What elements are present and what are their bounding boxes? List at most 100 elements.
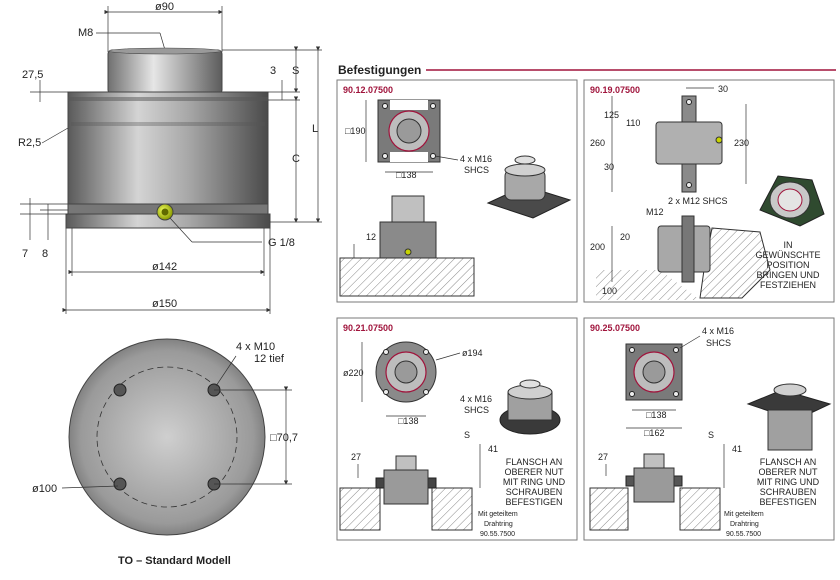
note-line-4: SCHRAUBEN — [506, 487, 563, 497]
section-port — [404, 248, 412, 256]
screw — [673, 391, 679, 397]
dim-27-5: 27,5 — [22, 69, 43, 81]
screw — [430, 153, 436, 159]
section-ground — [679, 487, 721, 531]
dim-7: 7 — [22, 248, 28, 260]
label-d100: 100 — [602, 286, 617, 296]
dim-l: L — [312, 123, 318, 135]
body-groove — [68, 97, 268, 101]
label-screws-type: SHCS — [706, 338, 731, 348]
holes-label: 4 x M10 — [236, 341, 275, 353]
leader-line — [41, 127, 69, 144]
cylinder-inner — [396, 118, 422, 144]
note-line-2: OBERER NUT — [758, 467, 818, 477]
panel-90-19: 90.19.07500 30 125 110 260 230 30 2 x M1… — [583, 79, 835, 303]
iso-cylinder-face — [777, 188, 803, 212]
label-d230: 230 — [734, 138, 749, 148]
label-screws: 4 x M16 — [460, 154, 492, 164]
dim-thread: M8 — [78, 27, 93, 39]
label-d27: 27 — [351, 452, 361, 462]
label-s: S — [708, 430, 714, 440]
note-line-1: FLANSCH AN — [760, 457, 817, 467]
panel-code: 90.19.07500 — [590, 85, 640, 95]
label-screws: 4 x M16 — [702, 326, 734, 336]
label-d20: 20 — [620, 232, 630, 242]
note-line-2: OBERER NUT — [504, 467, 564, 477]
label-d200: 200 — [590, 242, 605, 252]
cylinder-inner — [642, 360, 666, 384]
label-screws-type: SHCS — [464, 405, 489, 415]
note-line-4: SCHRAUBEN — [760, 487, 817, 497]
screw — [382, 103, 388, 109]
iso-cylinder — [767, 409, 813, 451]
dim-150: ø150 — [152, 298, 177, 310]
note-line-3: MIT RING UND — [757, 477, 820, 487]
section-ground — [596, 270, 700, 300]
leader-line — [169, 217, 193, 243]
panel-code: 90.25.07500 — [590, 323, 640, 333]
section-ground — [339, 487, 381, 531]
label-d110: 110 — [626, 118, 640, 128]
label-d138: □138 — [646, 410, 666, 420]
note-line-4: BRINGEN UND — [756, 270, 820, 280]
ring-note-1: Mit geteiltem — [724, 511, 764, 518]
screw — [423, 349, 429, 355]
screw — [673, 347, 679, 353]
section-ground — [589, 487, 629, 531]
section-cylinder — [383, 469, 429, 505]
note-line-5: BEFESTIGEN — [759, 497, 816, 507]
screw — [686, 182, 692, 188]
label-d125: 125 — [604, 110, 619, 120]
section-title: Befestigungen — [338, 63, 421, 77]
dim-8: 8 — [42, 248, 48, 260]
plate-notch — [390, 100, 428, 110]
section-ground — [431, 487, 473, 531]
dim-142: ø142 — [152, 261, 177, 273]
bolt-hole — [113, 477, 127, 491]
iso-cap — [514, 155, 536, 165]
section-clamp — [681, 215, 695, 283]
label-screws: 2 x M12 SHCS — [668, 196, 728, 206]
ring-note-3: 90.55.7500 — [480, 531, 515, 538]
label-screws: 4 x M16 — [460, 394, 492, 404]
iso-cylinder-top — [504, 163, 546, 177]
section-cap — [643, 453, 665, 469]
cylinder-body — [67, 91, 269, 205]
iso-cap — [519, 379, 541, 389]
ring-note-1: Mit geteiltem — [478, 511, 518, 518]
panel-code: 90.12.07500 — [343, 85, 393, 95]
label-m12: M12 — [646, 207, 664, 217]
dim-radius: R2,5 — [18, 137, 41, 149]
iso-cap — [773, 383, 807, 397]
port-hole — [161, 208, 169, 216]
leader-line — [679, 335, 701, 349]
note-line-2: GEWÜNSCHTE — [756, 250, 821, 260]
leader-line — [215, 355, 237, 387]
label-d30: 30 — [718, 84, 728, 94]
screw — [382, 153, 388, 159]
ring-note-2: Drahtring — [484, 521, 513, 528]
screw — [383, 349, 389, 355]
label-d41: 41 — [732, 444, 742, 454]
note-line-1: FLANSCH AN — [506, 457, 563, 467]
label-d30b: 30 — [604, 162, 614, 172]
leader-line — [434, 155, 459, 161]
dim-port: G 1/8 — [268, 237, 295, 249]
note-line-1: IN — [784, 240, 793, 250]
bolt-circle-label: ø100 — [32, 483, 57, 495]
bottom-view: 4 x M10 12 tief □70,7 ø100 TO – Standard… — [32, 338, 298, 567]
section-ground — [339, 257, 475, 297]
caption: TO – Standard Modell — [118, 555, 231, 567]
leader-line — [61, 485, 119, 489]
cylinder-cap — [107, 49, 223, 95]
label-d220: ø220 — [343, 368, 364, 378]
leader-line — [435, 352, 461, 361]
side-port — [715, 136, 723, 144]
panel-90-21: 90.21.07500 ø194 ø220 □138 4 x M16 SHCS … — [336, 317, 578, 541]
screw — [383, 389, 389, 395]
label-d260: 260 — [590, 138, 605, 148]
cylinder-inner — [394, 360, 418, 384]
screw — [629, 347, 635, 353]
section-cylinder — [633, 467, 675, 503]
bolt-hole — [113, 383, 127, 397]
